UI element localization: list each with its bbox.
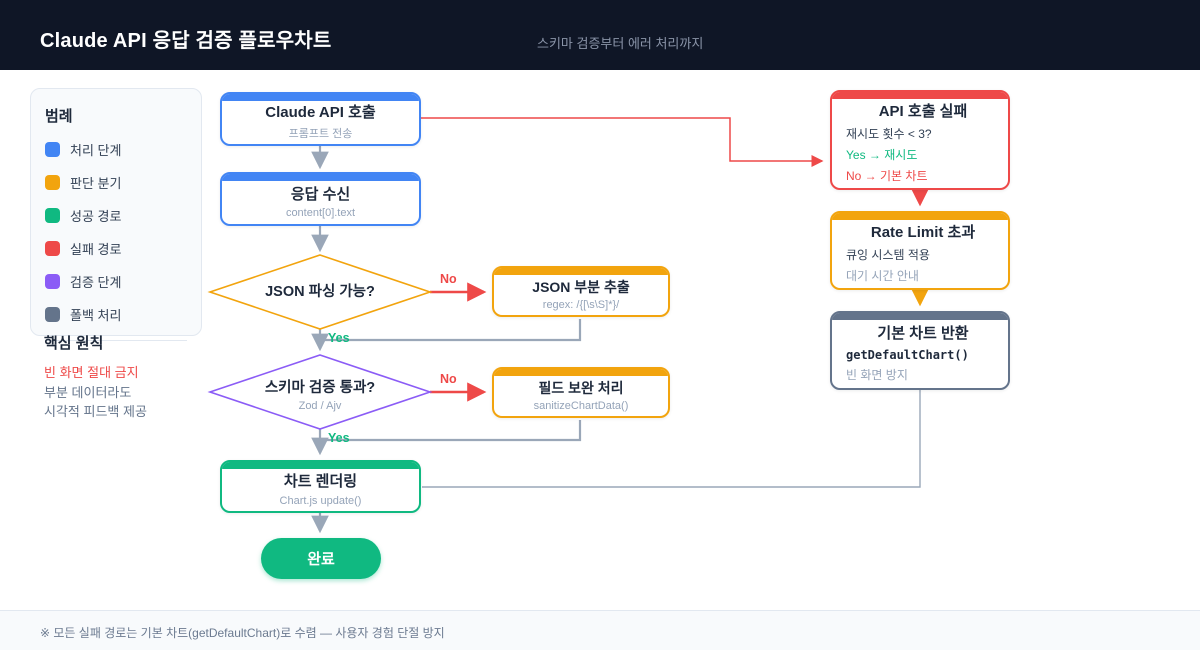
edge-call-to-apifail (421, 117, 824, 167)
node-top-bar (832, 92, 1008, 99)
node-title: 필드 보완 처리 (538, 379, 624, 396)
decision-json-parse-text: JSON 파싱 가능? (210, 280, 430, 301)
legend-item-fallback: 폴백 처리 (45, 305, 187, 324)
legend-item-label: 성공 경로 (70, 209, 122, 224)
rate-limit-line: 큐잉 시스템 적용 (846, 248, 930, 263)
fallback-color-chip (45, 307, 60, 322)
edge-label-yes: Yes (328, 331, 350, 345)
diamond-schema-validate (207, 354, 433, 430)
node-chart-render: 차트 렌더링 Chart.js update() (220, 460, 421, 513)
principles-warning: 빈 화면 절대 금지 (44, 365, 139, 380)
legend-item-label: 처리 단계 (70, 143, 122, 158)
node-subtitle: 프롬프트 전송 (288, 128, 353, 141)
node-top-bar (222, 94, 419, 101)
node-field-sanitize: 필드 보완 처리 sanitizeChartData() (492, 367, 670, 418)
node-done: 완료 (261, 538, 381, 579)
legend-item-process: 처리 단계 (45, 140, 187, 159)
legend-divider (45, 340, 187, 341)
retry-condition: 재시도 횟수 < 3? (846, 127, 932, 142)
decision-schema-validate-text: 스키마 검증 통과? Zod / Ajv (210, 376, 430, 412)
edge-sanitize-return (321, 420, 582, 442)
principles-title: 핵심 원칙 (44, 335, 104, 352)
node-title: 응답 수신 (290, 185, 351, 203)
node-top-bar (222, 174, 419, 181)
legend-item-label: 폴백 처리 (70, 308, 122, 323)
node-subtitle: sanitizeChartData() (533, 400, 629, 413)
node-default-chart: 기본 차트 반환 getDefaultChart() 빈 화면 방지 (830, 311, 1010, 390)
legend-card: 범례 처리 단계 판단 분기 성공 경로 실패 경로 검증 단계 폴백 처리 (30, 88, 202, 341)
validation-color-chip (45, 274, 60, 289)
node-subtitle: content[0].text (285, 207, 356, 220)
legend-item-decision: 판단 분기 (45, 173, 187, 192)
footer-note: ※ 모든 실패 경로는 기본 차트(getDefaultChart)로 수렴 —… (40, 626, 445, 640)
success-color-chip (45, 208, 60, 223)
edge-label-no: No (440, 272, 457, 286)
retry-no-action: No → 기본 차트 (846, 169, 928, 184)
principles-line: 부분 데이터라도 (44, 385, 132, 400)
edge-label-no: No (440, 372, 457, 386)
edge-extract-return (321, 319, 582, 342)
legend-item-label: 검증 단계 (70, 275, 122, 290)
default-chart-code: getDefaultChart() (846, 347, 969, 362)
node-json-partial-extract: JSON 부분 추출 regex: /{[\s\S]*}/ (492, 266, 670, 317)
node-title: 차트 렌더링 (283, 473, 358, 491)
default-chart-note: 빈 화면 방지 (846, 367, 908, 382)
decision-title: 스키마 검증 통과? (264, 380, 376, 396)
legend-item-label: 판단 분기 (70, 176, 122, 191)
node-top-bar (222, 462, 419, 469)
node-top-bar (832, 213, 1008, 220)
node-top-bar (494, 268, 668, 275)
node-subtitle: Chart.js update() (279, 494, 362, 507)
footer-bar: ※ 모든 실패 경로는 기본 차트(getDefaultChart)로 수렴 —… (0, 610, 1200, 650)
node-top-bar (832, 313, 1008, 320)
header-bar: Claude API 응답 검증 플로우차트 스키마 검증부터 에러 처리까지 (0, 0, 1200, 70)
node-api-call-failure: API 호출 실패 재시도 횟수 < 3? Yes → 재시도 No → 기본 … (830, 90, 1010, 190)
failure-color-chip (45, 241, 60, 256)
decision-subtitle: Zod / Ajv (298, 400, 342, 412)
decision-title: JSON 파싱 가능? (265, 284, 375, 300)
node-top-bar (494, 369, 668, 376)
core-principles: 핵심 원칙 빈 화면 절대 금지 부분 데이터라도 시각적 피드백 제공 (44, 332, 214, 421)
principles-line: 시각적 피드백 제공 (44, 403, 147, 419)
node-response-receive: 응답 수신 content[0].text (220, 172, 421, 226)
legend-item-label: 실패 경로 (70, 242, 122, 257)
page-title: Claude API 응답 검증 플로우차트 (40, 30, 332, 52)
node-title: JSON 부분 추출 (532, 278, 630, 295)
node-title: API 호출 실패 (878, 102, 968, 120)
legend-item-validation: 검증 단계 (45, 272, 187, 291)
node-title: 기본 차트 반환 (877, 325, 969, 343)
decision-color-chip (45, 175, 60, 190)
edge-label-yes: Yes (328, 431, 350, 445)
process-color-chip (45, 142, 60, 157)
legend-title: 범례 (45, 108, 73, 125)
node-claude-api-call: Claude API 호출 프롬프트 전송 (220, 92, 421, 146)
rate-limit-line: 대기 시간 안내 (846, 269, 919, 284)
legend-item-success: 성공 경로 (45, 206, 187, 225)
retry-yes-action: Yes → 재시도 (846, 148, 918, 163)
node-title: Rate Limit 초과 (870, 223, 976, 241)
legend-item-failure: 실패 경로 (45, 239, 187, 258)
node-title: Claude API 호출 (265, 103, 376, 121)
node-subtitle: regex: /{[\s\S]*}/ (542, 299, 620, 312)
node-rate-limit: Rate Limit 초과 큐잉 시스템 적용 대기 시간 안내 (830, 211, 1010, 290)
edge-default-to-render (422, 390, 921, 488)
page-subtitle: 스키마 검증부터 에러 처리까지 (537, 36, 704, 51)
diamond-json-parse (207, 254, 433, 330)
